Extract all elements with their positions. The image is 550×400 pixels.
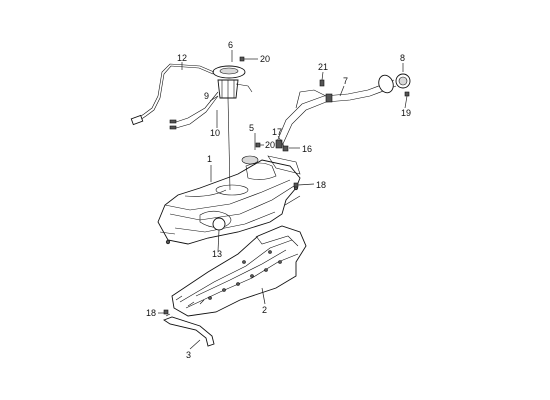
callout-9: 9: [204, 91, 209, 101]
callout-1: 1: [207, 154, 212, 164]
callout-3: 3: [186, 350, 191, 360]
callout-7: 7: [343, 76, 348, 86]
tank-protector-plate: [171, 225, 307, 317]
callout-21: 21: [318, 62, 328, 72]
leader-lines: [158, 50, 408, 350]
callout-13: 13: [212, 249, 222, 259]
callout-5: 5: [249, 123, 254, 133]
callout-12: 12: [177, 53, 187, 63]
callout-6: 6: [228, 40, 233, 50]
callout-8: 8: [400, 53, 405, 63]
callout-20-upper: 20: [260, 54, 270, 64]
callout-18-lower: 18: [146, 308, 156, 318]
fuel-pump-assembly: [212, 65, 253, 191]
fuel-line: [130, 63, 215, 126]
filler-cap: [395, 73, 411, 89]
callout-18-upper: 18: [316, 180, 326, 190]
callout-2: 2: [262, 305, 267, 315]
callout-labels: 1 2 3 5 6 7 8 9 10 12 13 16 17 18 18 19 …: [146, 40, 411, 360]
filler-neck-pipe: [275, 74, 397, 149]
callout-10: 10: [210, 128, 220, 138]
callout-20-lower: 20: [265, 140, 275, 150]
callout-17: 17: [272, 127, 282, 137]
fuel-tank: [157, 155, 301, 245]
callout-19: 19: [401, 108, 411, 118]
vapor-line: [169, 91, 219, 130]
tank-strap: [163, 313, 215, 347]
callout-16: 16: [302, 144, 312, 154]
